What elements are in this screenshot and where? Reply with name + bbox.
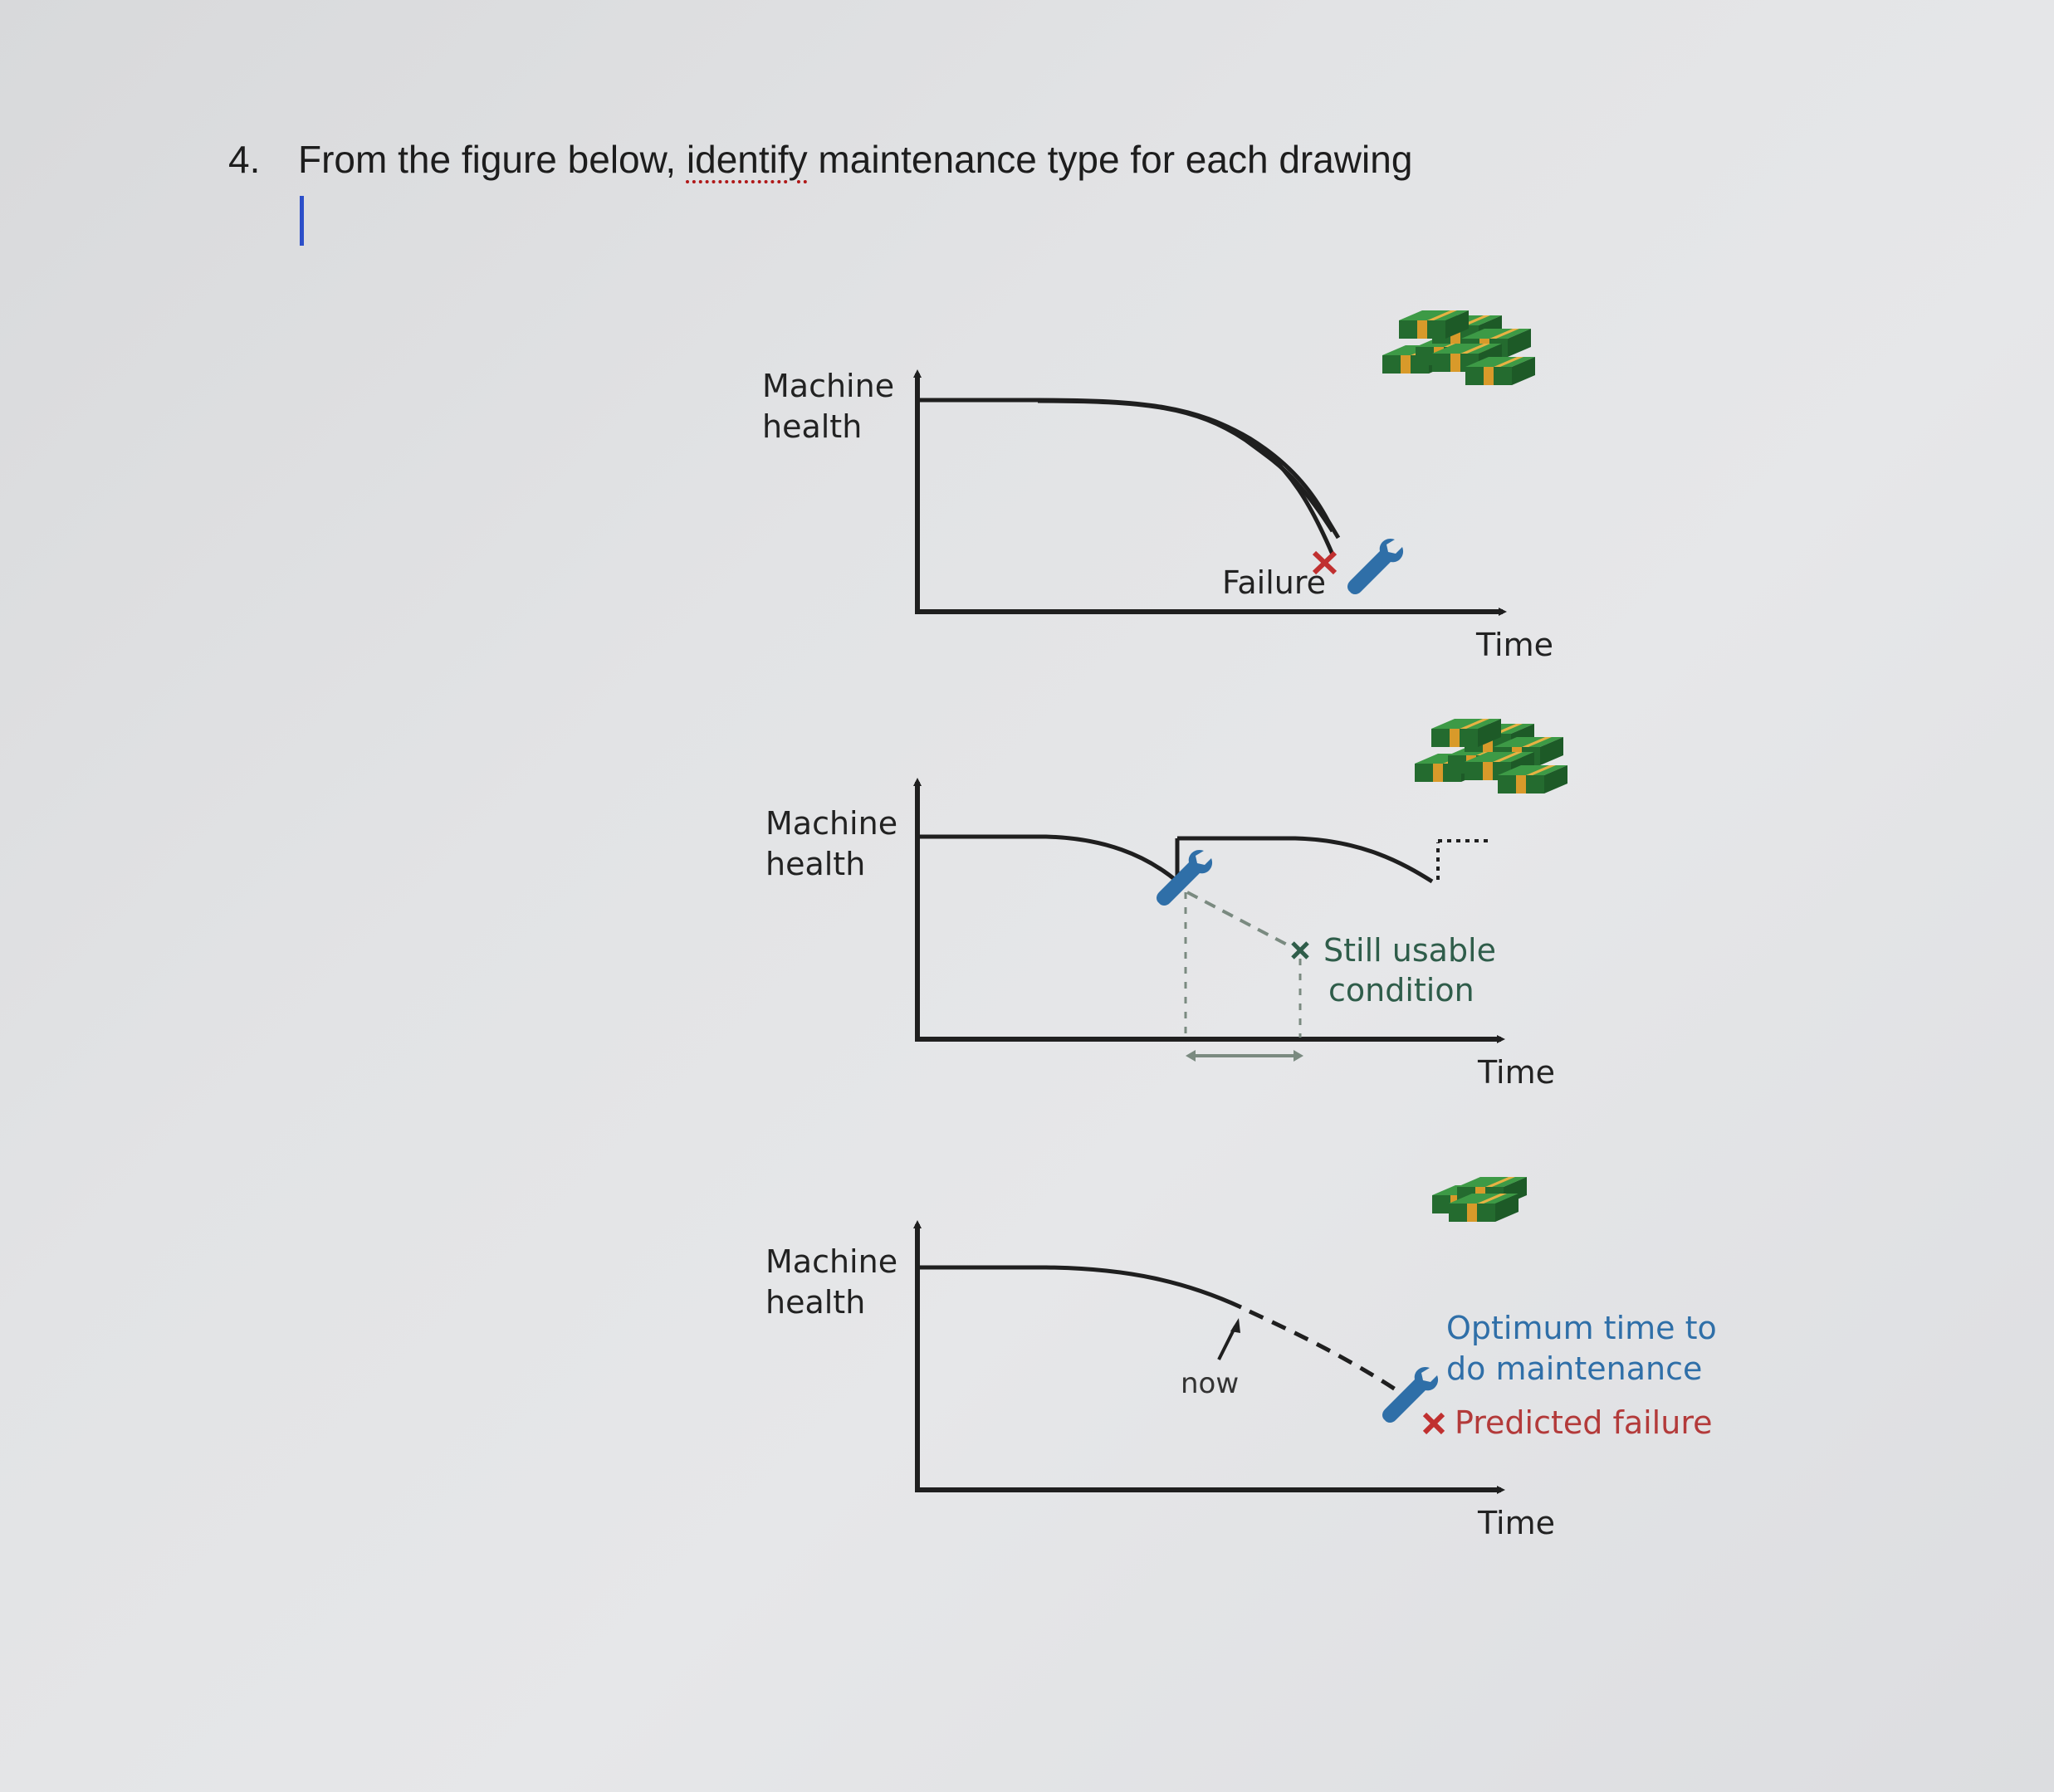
y-label-line1: Machine	[762, 368, 894, 404]
usable-x-icon	[1291, 941, 1309, 959]
x-label: Time	[1477, 1505, 1555, 1541]
optimum-time-label-line2: do maintenance	[1446, 1350, 1702, 1387]
health-curve-segment-1	[917, 834, 1179, 883]
predicted-curve	[1248, 1309, 1405, 1397]
question-number: 4.	[228, 138, 261, 181]
still-usable-label: Still usable	[1323, 932, 1496, 969]
x-label: Time	[1477, 1054, 1555, 1091]
now-label: now	[1181, 1367, 1239, 1400]
health-curve	[917, 1265, 1243, 1310]
y-label-line1: Machine	[765, 1243, 897, 1280]
y-label-line1: Machine	[765, 805, 897, 842]
failure-x-icon	[1312, 550, 1338, 575]
wrench-icon	[1347, 538, 1404, 594]
condition-label: condition	[1328, 972, 1474, 1008]
money-stack-large-icon	[1382, 310, 1535, 385]
y-label-line2: health	[765, 1284, 865, 1321]
question-text-before: From the figure below,	[298, 138, 687, 181]
y-label-line2: health	[762, 408, 862, 445]
money-stack-large-icon	[1415, 719, 1567, 793]
x-label: Time	[1475, 627, 1553, 663]
optimum-time-label-line1: Optimum time to	[1446, 1310, 1717, 1346]
predicted-failure-x-icon	[1422, 1412, 1445, 1435]
y-label-line2: health	[765, 846, 865, 882]
question-text-after: maintenance type for each drawing	[807, 138, 1413, 181]
money-stack-small-icon	[1432, 1177, 1527, 1222]
wrench-icon	[1382, 1366, 1439, 1423]
diagram-reactive: Machine health Failure Time	[762, 310, 1553, 663]
failure-label: Failure	[1222, 564, 1326, 601]
diagram-predictive: Machine health now Optimum time to do ma…	[765, 1177, 1717, 1541]
misspelled-word[interactable]: identify	[686, 138, 808, 181]
health-curve-segment-2	[1177, 836, 1434, 884]
question-text: 4. From the figure below, identify mainte…	[228, 137, 1412, 182]
health-curve	[917, 398, 1341, 540]
text-cursor	[300, 196, 304, 246]
diagram-preventive: Machine health Still usable condition Ti…	[765, 719, 1567, 1091]
predicted-failure-label: Predicted failure	[1455, 1404, 1713, 1441]
